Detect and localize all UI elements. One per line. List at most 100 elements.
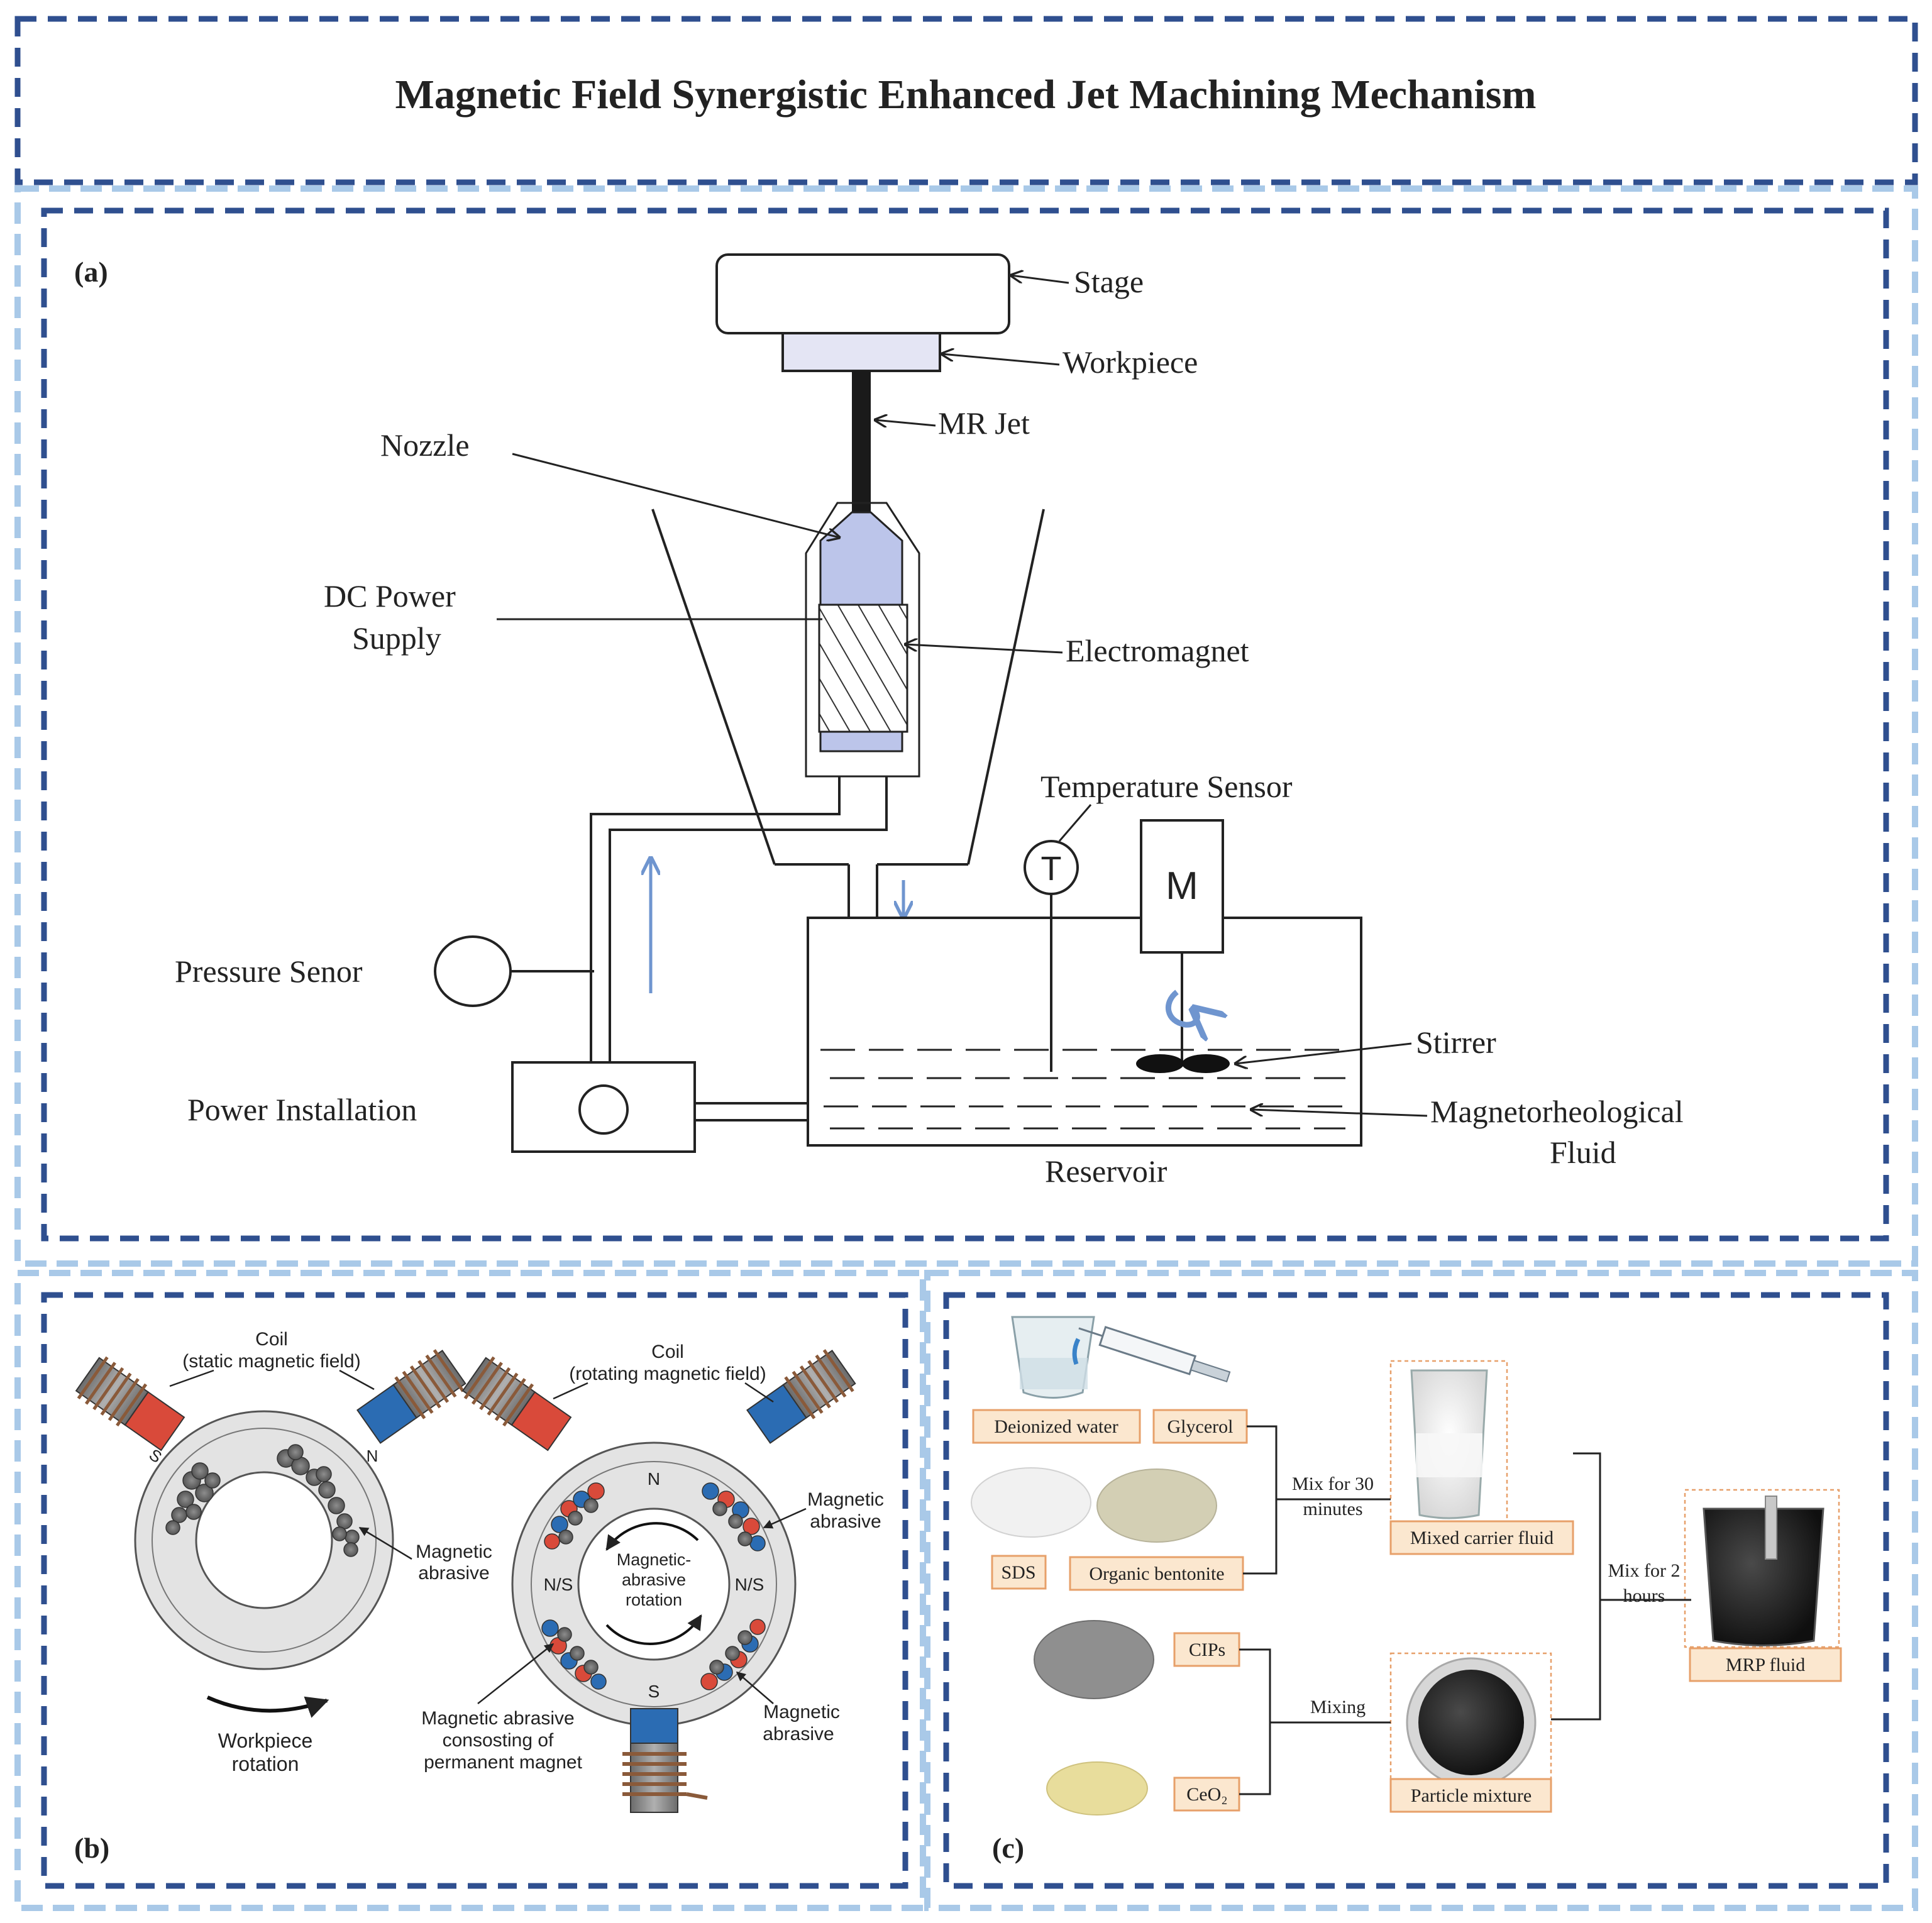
temperature-sensor-label: Temperature Sensor	[1041, 769, 1293, 804]
mr-fluid-lines	[820, 1049, 1345, 1130]
coil-static-leader-right	[339, 1369, 375, 1391]
stirrer-label: Stirrer	[1416, 1025, 1496, 1060]
sds-label: SDS	[1001, 1562, 1035, 1583]
inner-rotation-arrow-top	[605, 1522, 699, 1551]
inner-rotation-label-line2: abrasive	[622, 1570, 686, 1589]
coil-rotating-label-line1: Coil	[651, 1342, 684, 1362]
top-abrasive-leader	[763, 1507, 807, 1529]
ceo2-box	[1173, 1777, 1240, 1812]
mrp-fluid-label: MRP fluid	[1726, 1655, 1805, 1675]
mixed-carrier-fluid-foam	[1416, 1433, 1482, 1477]
left-abrasive-cluster-1	[165, 1462, 221, 1535]
panel-a-outer-frame	[14, 185, 1918, 1267]
organic-bentonite-label: Organic bentonite	[1089, 1563, 1224, 1584]
pm-abrasive-cluster-bottom-right	[700, 1619, 766, 1690]
supply-pipe-inner	[609, 776, 888, 1066]
bottom-magnetic-abrasive-label-line1: Magnetic	[763, 1702, 840, 1722]
right-coil-n	[746, 1349, 856, 1444]
left-abrasive-leader	[358, 1526, 412, 1560]
inner-rotation-label-line3: rotation	[626, 1590, 682, 1609]
stage-block	[715, 253, 1010, 334]
particle-mixture-box	[1389, 1778, 1552, 1813]
pm-abrasive-label-line1: Magnetic abrasive	[421, 1708, 574, 1729]
dc-power-label-line1: DC Power	[324, 578, 456, 614]
panel-c: (c)	[971, 1316, 1842, 1864]
ceo2-powder-image	[1046, 1761, 1148, 1816]
right-coil-bottom	[622, 1708, 708, 1813]
stirrer-leader	[1235, 1042, 1412, 1064]
electromagnet-label: Electromagnet	[1066, 633, 1249, 668]
left-abrasive-cluster-2	[277, 1444, 360, 1557]
panel-b: (b) S	[74, 1329, 884, 1864]
sds-box	[991, 1555, 1047, 1590]
left-ring-hole	[195, 1471, 333, 1609]
electromagnet-leader	[905, 644, 1063, 654]
syringe-image	[1078, 1326, 1231, 1383]
left-magnetic-abrasive-label-line2: abrasive	[418, 1563, 489, 1584]
mr-jet-stream	[852, 371, 871, 515]
mrp-fluid-stirrer-rod	[1765, 1496, 1777, 1560]
nozzle-label: Nozzle	[380, 427, 470, 463]
deionized-water-label: Deionized water	[994, 1416, 1118, 1437]
left-coil-n	[356, 1349, 466, 1444]
left-magnetic-abrasive-label-line1: Magnetic	[416, 1541, 492, 1562]
workpiece-block	[781, 332, 941, 372]
right-ring-pole-s: S	[648, 1682, 660, 1701]
pm-abrasive-cluster-bottom-left	[541, 1619, 607, 1690]
left-coil-n-pole: N	[367, 1446, 378, 1465]
electromagnet-coil-hatch	[818, 603, 908, 733]
right-ring-inner-line	[531, 1461, 777, 1707]
cips-box	[1173, 1632, 1240, 1667]
funnel-right-wall	[967, 509, 1045, 865]
mr-jet-leader	[875, 420, 936, 426]
particle-mixture-powder	[1418, 1670, 1524, 1775]
workpiece-rotation-label-line1: Workpiece	[218, 1729, 313, 1752]
coil-static-label-line2: (static magnetic field)	[182, 1351, 360, 1372]
glycerol-label: Glycerol	[1167, 1416, 1234, 1437]
particle-mixture-label: Particle mixture	[1411, 1785, 1532, 1806]
mr-jet-label: MR Jet	[938, 405, 1030, 441]
pm-abrasive-cluster-top-right	[702, 1482, 766, 1551]
pm-abrasive-cluster-top-left	[544, 1482, 605, 1550]
stirrer-blade-left	[1136, 1054, 1184, 1073]
nozzle-outer-housing	[805, 502, 920, 778]
temperature-sensor-symbol: T	[1041, 850, 1062, 888]
mix-30-label-line2: minutes	[1303, 1499, 1363, 1519]
label-boxes	[972, 1409, 1842, 1813]
nozzle-leader	[512, 453, 839, 537]
coil-static-leader-left	[169, 1369, 214, 1387]
mix-2-label-line1: Mix for 2	[1608, 1560, 1681, 1581]
panel-a-label: (a)	[74, 256, 108, 288]
inner-rotation-label-line1: Magnetic-	[617, 1550, 692, 1569]
mrp-fluid-box	[1689, 1647, 1842, 1682]
glycerol-drip	[1072, 1338, 1081, 1365]
pressure-sensor-circle	[434, 935, 512, 1007]
panel-a-inner-frame	[41, 207, 1889, 1242]
figure-title: Magnetic Field Synergistic Enhanced Jet …	[395, 72, 1537, 118]
coil-rotating-leader-left	[553, 1382, 588, 1400]
panel-c-inner-frame	[943, 1292, 1889, 1889]
mixing-label: Mixing	[1310, 1697, 1366, 1717]
left-ring-inner-line	[152, 1428, 377, 1653]
supply-pipe-outer	[590, 776, 841, 1066]
panel-c-label: (c)	[992, 1832, 1024, 1864]
top-magnetic-abrasive-label-line1: Magnetic	[807, 1489, 884, 1510]
right-coil-s	[461, 1356, 572, 1452]
rotation-arrow-icon	[1165, 989, 1197, 1025]
coil-rotating-leader-right	[744, 1382, 774, 1403]
coil-static-label-line1: Coil	[255, 1329, 288, 1350]
mr-fluid-leader	[1251, 1110, 1428, 1117]
panel-c-outer-frame	[924, 1270, 1918, 1911]
mixed-carrier-fluid-box	[1389, 1520, 1574, 1555]
panel-b-outer-frame	[14, 1270, 926, 1911]
reservoir-label: Reservoir	[1045, 1154, 1167, 1189]
temperature-sensor-leader	[1058, 804, 1092, 842]
mix-30-label-line1: Mix for 30	[1292, 1474, 1374, 1494]
inner-rotation-arrow-bottom	[605, 1614, 702, 1645]
pm-abrasive-label-line3: permanent magnet	[424, 1752, 582, 1773]
deionized-water-box	[972, 1409, 1141, 1444]
left-coil-s	[75, 1356, 185, 1452]
panel-b-label: (b)	[74, 1832, 109, 1864]
organic-bentonite-powder-image	[1096, 1468, 1217, 1543]
